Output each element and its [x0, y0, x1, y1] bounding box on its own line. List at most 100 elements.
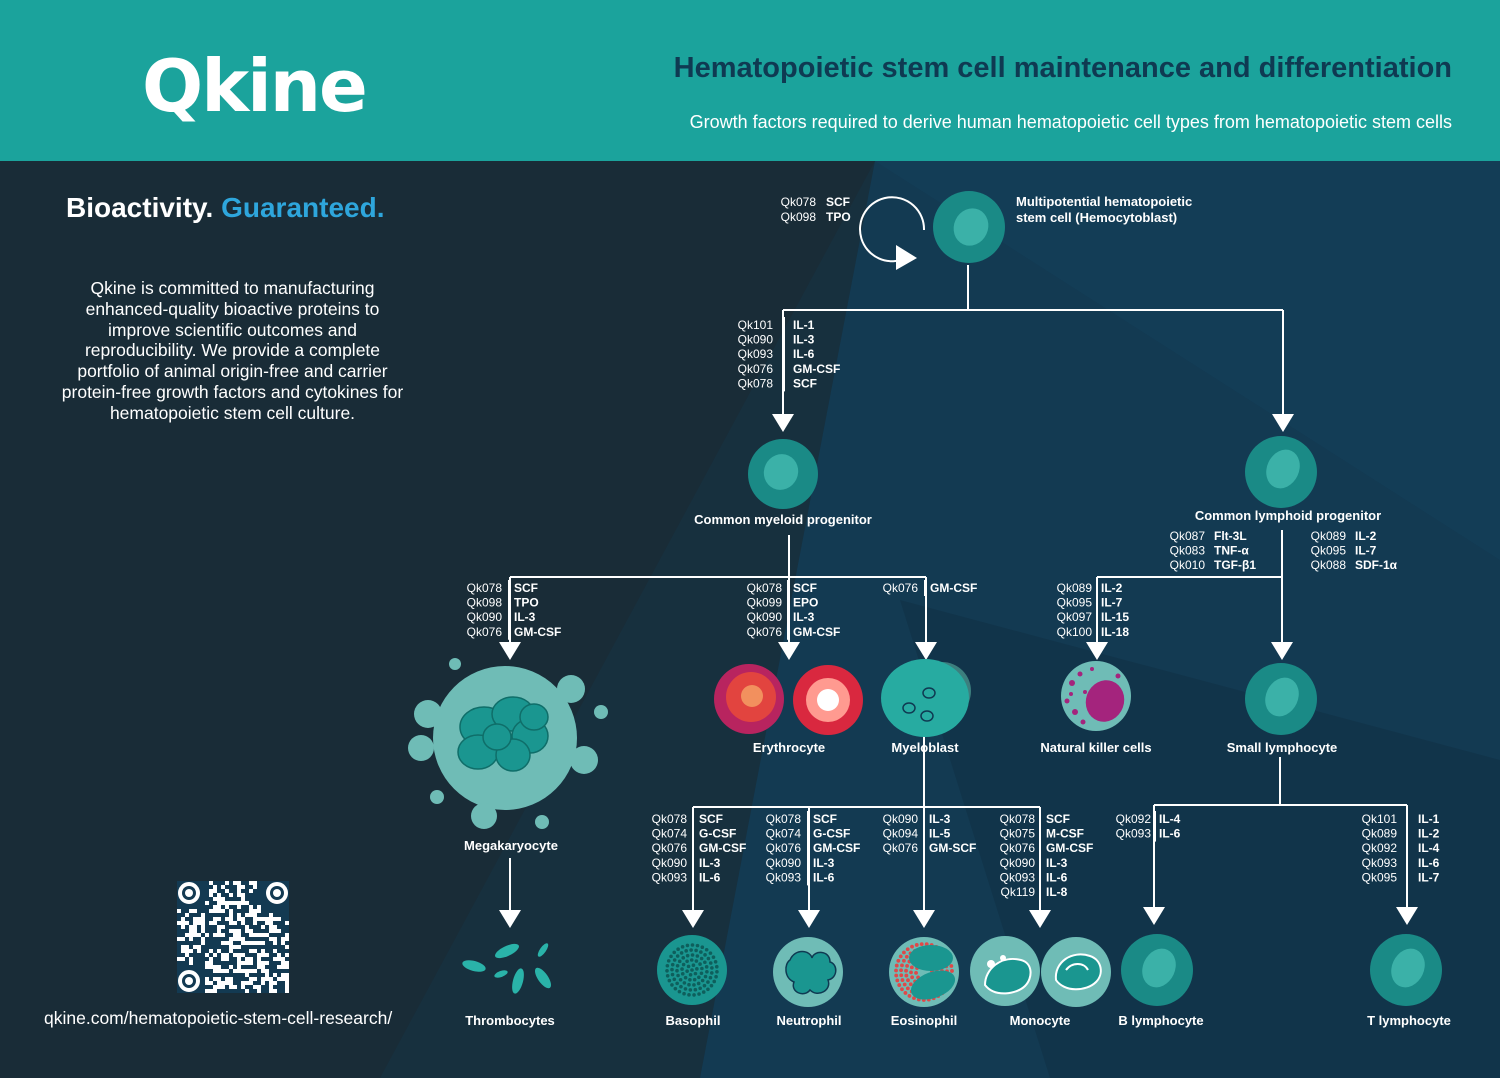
growth-factor-name: IL-3	[793, 610, 815, 624]
product-code: Qk101	[1362, 812, 1398, 826]
self-renewal-arrow-icon	[859, 196, 926, 270]
growth-factor-name: IL-8	[1046, 885, 1068, 899]
t-lymphocyte-label: T lymphocyte	[1367, 1013, 1451, 1028]
product-code: Qk100	[1057, 625, 1093, 639]
product-code: Qk076	[766, 841, 802, 855]
product-code: Qk095	[1057, 596, 1093, 610]
growth-factor-name: IL-5	[929, 827, 951, 841]
product-code: Qk078	[738, 376, 774, 390]
product-code: Qk076	[1000, 841, 1036, 855]
growth-factor-name: IL-1	[793, 318, 815, 332]
thrombocytes-label: Thrombocytes	[465, 1013, 555, 1028]
growth-factor-name: IL-7	[1355, 544, 1377, 558]
product-code: Qk090	[467, 610, 503, 624]
product-code: Qk090	[1000, 856, 1036, 870]
growth-factor-name: SCF	[826, 195, 850, 209]
hsc-label-line1: Multipotential hematopoietic	[1016, 194, 1192, 209]
growth-factor-name: SCF	[514, 581, 538, 595]
product-code: Qk099	[747, 596, 783, 610]
product-code: Qk078	[747, 581, 783, 595]
product-code: Qk093	[738, 347, 774, 361]
growth-factor-name: IL-2	[1101, 581, 1123, 595]
hsc-label-line2: stem cell (Hemocytoblast)	[1016, 210, 1177, 225]
product-code: Qk078	[1000, 812, 1036, 826]
product-code: Qk089	[1362, 827, 1398, 841]
growth-factor-name: IL-1	[1418, 812, 1440, 826]
megakaryocyte-label: Megakaryocyte	[464, 838, 558, 853]
growth-factor-name: IL-7	[1418, 870, 1440, 884]
growth-factor-name: G-CSF	[699, 827, 736, 841]
growth-factor-name: IL-6	[1046, 870, 1068, 884]
growth-factor-name: IL-6	[1418, 856, 1440, 870]
growth-factor-name: SDF-1α	[1355, 558, 1398, 572]
growth-factor-name: TGF-β1	[1214, 558, 1256, 572]
product-code: Qk098	[467, 596, 503, 610]
growth-factor-name: GM-CSF	[930, 581, 977, 595]
growth-factor-name: IL-4	[1418, 841, 1440, 855]
product-code: Qk076	[652, 841, 688, 855]
growth-factor-name: SCF	[813, 812, 837, 826]
growth-factor-name: IL-3	[813, 856, 835, 870]
growth-factor-name: IL-3	[514, 610, 536, 624]
product-code: Qk119	[1001, 885, 1036, 899]
growth-factor-name: M-CSF	[1046, 827, 1084, 841]
basophil-cell-icon	[657, 935, 727, 1005]
tagline-part2: Guaranteed.	[221, 192, 385, 223]
page-title: Hematopoietic stem cell maintenance and …	[673, 52, 1452, 84]
growth-factor-name: IL-3	[793, 333, 815, 347]
product-code: Qk094	[883, 827, 919, 841]
research-link[interactable]: qkine.com/hematopoietic-stem-cell-resear…	[44, 1008, 393, 1028]
intro-text: Qkine is committed to manufacturing enha…	[61, 278, 404, 423]
product-code: Qk076	[883, 581, 919, 595]
growth-factor-name: IL-3	[1046, 856, 1068, 870]
growth-factor-name: SCF	[793, 581, 817, 595]
product-code: Qk095	[1362, 870, 1398, 884]
growth-factor-name: GM-CSF	[793, 625, 840, 639]
product-code: Qk076	[747, 625, 783, 639]
thrombocytes-icon	[462, 943, 552, 994]
cmp-cell-icon	[748, 439, 818, 509]
header-bar: Qkine Hematopoietic stem cell maintenanc…	[0, 0, 1500, 161]
basophil-label: Basophil	[666, 1013, 721, 1028]
product-code: Qk078	[467, 581, 503, 595]
product-code: Qk076	[883, 841, 919, 855]
product-code: Qk093	[652, 870, 688, 884]
monocyte-label: Monocyte	[1010, 1013, 1071, 1028]
t-lymphocyte-cell-icon	[1370, 934, 1442, 1006]
product-code: Qk090	[766, 856, 802, 870]
b-lymphocyte-cell-icon	[1121, 934, 1193, 1006]
product-code: Qk093	[766, 870, 802, 884]
growth-factor-name: IL-4	[1159, 812, 1181, 826]
growth-factor-name: GM-CSF	[793, 362, 840, 376]
myeloblast-cell-icon	[881, 659, 971, 737]
product-code: Qk083	[1170, 544, 1206, 558]
product-code: Qk097	[1057, 610, 1093, 624]
product-code: Qk088	[1311, 558, 1347, 572]
product-code: Qk078	[781, 195, 817, 209]
tagline-part1: Bioactivity.	[66, 192, 214, 223]
nk-cell-icon	[1061, 661, 1131, 731]
product-code: Qk074	[766, 827, 802, 841]
eosinophil-cell-icon	[889, 937, 959, 1007]
product-code: Qk087	[1170, 529, 1206, 543]
qr-code-icon[interactable]	[177, 881, 289, 993]
growth-factor-name: IL-7	[1101, 596, 1123, 610]
clp-label: Common lymphoid progenitor	[1195, 508, 1381, 523]
page-subtitle: Growth factors required to derive human …	[689, 112, 1452, 132]
b-lymphocyte-label: B lymphocyte	[1118, 1013, 1203, 1028]
product-code: Qk089	[1311, 529, 1347, 543]
growth-factor-name: IL-2	[1355, 529, 1377, 543]
growth-factor-name: IL-15	[1101, 610, 1129, 624]
product-code: Qk010	[1170, 558, 1206, 572]
product-code: Qk075	[1000, 827, 1036, 841]
product-code: Qk093	[1362, 856, 1398, 870]
erythrocyte-cell-icon	[714, 664, 863, 735]
product-code: Qk101	[738, 318, 774, 332]
growth-factor-name: EPO	[793, 596, 818, 610]
product-code: Qk092	[1362, 841, 1398, 855]
product-code: Qk090	[652, 856, 688, 870]
neutrophil-cell-icon	[773, 937, 843, 1007]
cmp-label: Common myeloid progenitor	[694, 512, 872, 527]
